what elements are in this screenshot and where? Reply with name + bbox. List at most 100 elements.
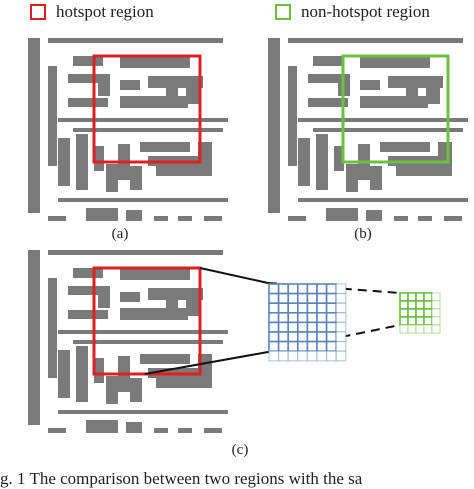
legend-non-hotspot: non-hotspot region [275, 0, 430, 24]
large-grid-cell [268, 283, 280, 295]
small-grid-cell [415, 324, 425, 334]
layout-panel-b [268, 38, 468, 221]
panel-b-label: (b) [354, 226, 372, 242]
small-grid-cell [399, 308, 409, 318]
large-grid-cell [277, 321, 290, 333]
large-grid-cell [325, 311, 338, 324]
large-grid-cell [325, 283, 338, 295]
large-grid-cell [296, 321, 309, 333]
hotspot-box-a [92, 54, 202, 164]
large-grid-cell [277, 331, 290, 343]
small-grid-cell [431, 324, 441, 334]
small-grid-cell [415, 292, 425, 302]
large-grid-cell [277, 340, 290, 353]
large-grid-cell [268, 292, 280, 305]
large-grid-cell [297, 350, 308, 362]
large-grid-cell [287, 350, 299, 362]
legend-hotspot: hotspot region [30, 0, 154, 24]
panel-a-label: (a) [111, 226, 129, 242]
large-grid-cell [296, 292, 309, 305]
large-grid-cell [306, 350, 318, 362]
large-grid-cell [296, 340, 309, 353]
connector-bottom-solid [144, 351, 269, 375]
large-grid-cell [335, 312, 347, 323]
large-grid-cell [316, 292, 328, 305]
large-grid-cell [277, 292, 290, 305]
large-grid-cell [306, 321, 318, 333]
small-grid [399, 292, 441, 334]
small-grid-cell [399, 324, 409, 334]
hotspot-swatch [30, 4, 46, 20]
small-grid-cell [431, 308, 441, 318]
large-grid-cell [335, 341, 347, 352]
large-grid-cell [316, 311, 328, 324]
non-hotspot-swatch [275, 4, 291, 20]
large-grid-cell [268, 331, 280, 343]
large-grid-cell [325, 302, 338, 314]
small-grid-cell [423, 324, 433, 334]
large-grid-cell [268, 321, 280, 333]
large-grid-cell [278, 350, 289, 362]
small-grid-cell [431, 292, 441, 302]
large-grid-cell [287, 283, 299, 295]
small-grid-cell [399, 316, 409, 326]
large-grid [268, 283, 347, 362]
large-grid-cell [335, 350, 347, 362]
large-grid-cell [268, 311, 280, 324]
legend-hotspot-label: hotspot region [56, 2, 154, 21]
small-grid-cell [423, 300, 433, 310]
connector-top-solid [199, 267, 269, 284]
small-grid-cell [423, 316, 433, 326]
large-grid-cell [287, 331, 299, 343]
large-grid-cell [335, 302, 347, 314]
large-grid-cell [316, 350, 328, 362]
large-grid-cell [277, 283, 290, 295]
large-grid-cell [335, 321, 347, 333]
large-grid-cell [287, 302, 299, 314]
figure-caption: g. 1 The comparison between two regions … [0, 469, 363, 488]
small-grid-cell [415, 308, 425, 318]
small-grid-cell [407, 308, 417, 318]
large-grid-cell [325, 340, 338, 353]
large-grid-cell [277, 311, 290, 324]
large-grid-cell [296, 283, 309, 295]
large-grid-cell [325, 292, 338, 305]
large-grid-cell [268, 302, 280, 314]
large-grid-cell [296, 311, 309, 324]
large-grid-cell [287, 311, 299, 324]
legend-non-hotspot-label: non-hotspot region [301, 2, 430, 21]
panel-c-label: (c) [231, 442, 249, 458]
large-grid-cell [326, 350, 337, 362]
large-grid-cell [316, 331, 328, 343]
large-grid-cell [325, 321, 338, 333]
large-grid-cell [287, 340, 299, 353]
small-grid-cell [407, 324, 417, 334]
large-grid-cell [316, 321, 328, 333]
large-grid-cell [316, 283, 328, 295]
large-grid-cell [277, 302, 290, 314]
non-hotspot-box-b [341, 54, 450, 164]
large-grid-cell [268, 350, 280, 362]
large-grid-cell [335, 293, 347, 304]
small-grid-cell [407, 300, 417, 310]
large-grid-cell [296, 331, 309, 343]
large-grid-cell [316, 340, 328, 353]
large-grid-cell [287, 321, 299, 333]
large-grid-cell [335, 331, 347, 343]
layout-panel-a [28, 38, 228, 221]
small-grid-cell [407, 316, 417, 326]
large-grid-cell [306, 311, 318, 324]
large-grid-cell [306, 331, 318, 343]
large-grid-cell [306, 302, 318, 314]
large-grid-cell [287, 292, 299, 305]
small-grid-cell [423, 308, 433, 318]
large-grid-cell [306, 340, 318, 353]
small-grid-cell [423, 292, 433, 302]
small-grid-cell [431, 316, 441, 326]
large-grid-cell [296, 302, 309, 314]
large-grid-cell [316, 302, 328, 314]
large-grid-cell [335, 283, 347, 295]
small-grid-cell [399, 292, 409, 302]
small-grid-cell [415, 300, 425, 310]
